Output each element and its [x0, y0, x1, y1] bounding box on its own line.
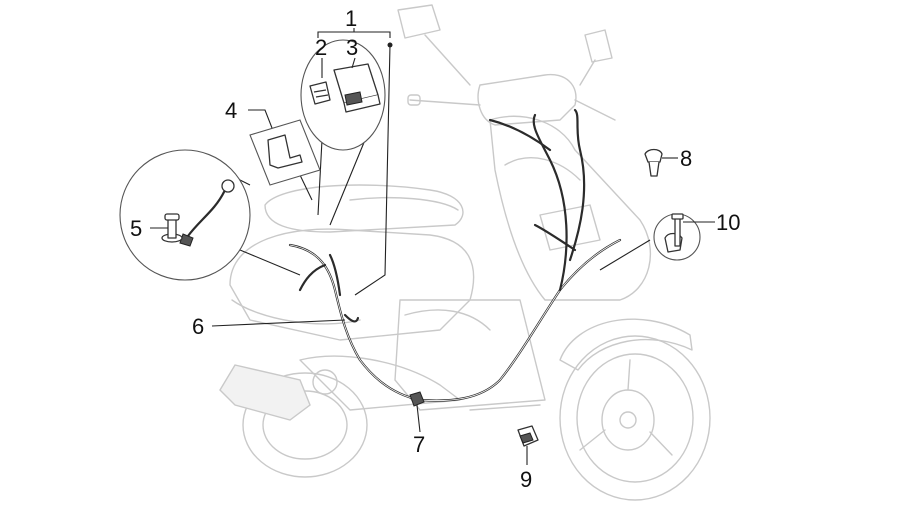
callout-5: 5 [130, 216, 142, 241]
detail-bubble-fuses [300, 39, 386, 226]
screw-icon [167, 217, 177, 239]
screw-10-icon [674, 217, 681, 247]
callout-7: 7 [413, 432, 425, 457]
connector-9 [517, 425, 539, 447]
callout-3: 3 [346, 35, 358, 60]
callout-1: 1 [345, 6, 357, 31]
detail-bubble-bracket [249, 119, 321, 201]
rear-wheel [242, 372, 368, 478]
fuse-icon [309, 81, 331, 105]
headset [477, 73, 577, 126]
connector-7 [409, 391, 425, 407]
callout-8: 8 [680, 146, 692, 171]
callout-2: 2 [315, 35, 327, 60]
clip-icon [644, 148, 663, 163]
right-mirror [584, 29, 613, 63]
callout-6: 6 [192, 314, 204, 339]
leader-lines [150, 28, 715, 465]
scooter-silhouette [219, 4, 711, 501]
clip-8 [644, 148, 663, 177]
detail-bubble-earth-cable [119, 149, 301, 281]
detail-bubble-screw [599, 213, 701, 271]
bracket-icon [267, 134, 303, 169]
callout-labels: 1 2 3 4 5 6 7 8 9 10 [130, 6, 740, 492]
ring-terminal-icon [221, 179, 235, 193]
leg-shield [489, 115, 652, 301]
seat [264, 184, 464, 233]
wiring-harness [288, 108, 622, 407]
callout-9: 9 [520, 467, 532, 492]
left-mirror [397, 4, 441, 39]
callout-4: 4 [225, 98, 237, 123]
callout-10: 10 [716, 210, 740, 235]
exhaust [219, 364, 311, 421]
front-wheel [559, 335, 711, 501]
rear-body [229, 228, 475, 341]
